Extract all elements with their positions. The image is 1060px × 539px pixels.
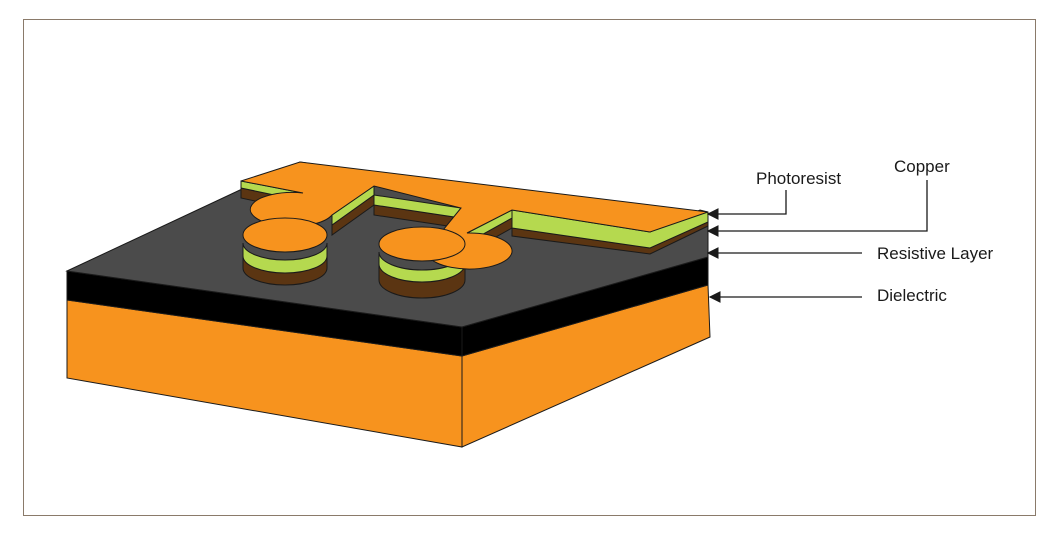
copper-label: Copper [894, 157, 950, 176]
dielectric-label: Dielectric [877, 286, 947, 305]
photoresist-label: Photoresist [756, 169, 842, 188]
pad1-copper-top [242, 217, 328, 253]
pad2-copper-top [378, 226, 466, 262]
pad1-photoresist-band [242, 242, 328, 274]
resistive-layer-label: Resistive Layer [877, 244, 994, 263]
photoresist-leader-arrow [706, 190, 787, 220]
copper-leader-arrow [706, 180, 928, 237]
